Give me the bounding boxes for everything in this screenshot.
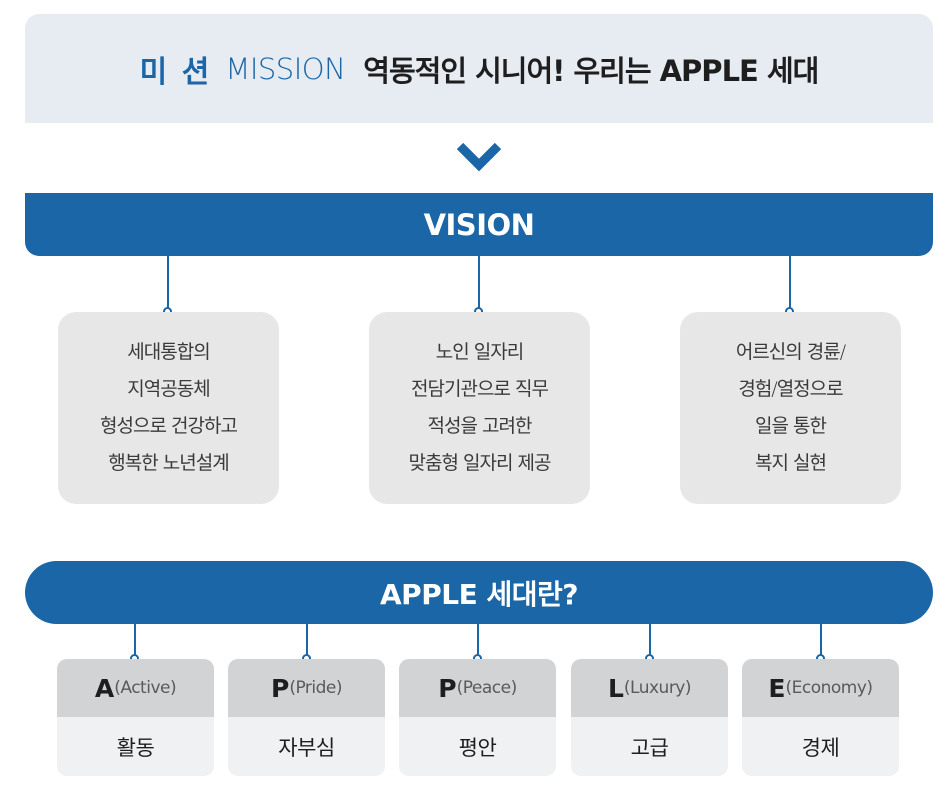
apple-letter: E xyxy=(768,673,786,703)
mission-label-kr: 미 션 xyxy=(139,54,212,90)
vision-item-line: 맞춤형 일자리 제공 xyxy=(408,452,552,474)
vision-connector-line xyxy=(478,256,480,308)
apple-meaning: 평안 xyxy=(399,717,556,776)
apple-title: APPLE 세대란? xyxy=(25,561,933,624)
apple-card: A(Active) 활동 xyxy=(57,659,214,776)
vision-item-line: 노인 일자리 xyxy=(435,341,524,363)
apple-connector-line xyxy=(477,624,479,656)
apple-letter: L xyxy=(607,673,624,703)
vision-item-line: 경험/열정으로 xyxy=(738,378,843,400)
apple-word: (Economy) xyxy=(785,678,874,698)
apple-letter: A xyxy=(94,673,115,703)
vision-item-line: 복지 실현 xyxy=(755,452,827,474)
apple-meaning: 활동 xyxy=(57,717,214,776)
apple-connector-line xyxy=(134,624,136,656)
mission-statement: 역동적인 시니어! 우리는 APPLE 세대 xyxy=(363,53,819,88)
apple-connector-line xyxy=(649,624,651,656)
vision-item-line: 형성으로 건강하고 xyxy=(100,415,238,437)
apple-meaning: 경제 xyxy=(742,717,899,776)
vision-connector-line xyxy=(789,256,791,308)
apple-card-header: P(Peace) xyxy=(399,659,556,717)
vision-item: 어르신의 경륜/ 경험/열정으로 일을 통한 복지 실현 xyxy=(680,312,901,504)
apple-meaning: 자부심 xyxy=(228,717,385,776)
apple-card-header: A(Active) xyxy=(57,659,214,717)
apple-card-header: P(Pride) xyxy=(228,659,385,717)
vision-item-line: 어르신의 경륜/ xyxy=(735,341,846,363)
apple-word: (Pride) xyxy=(289,678,342,698)
apple-word: (Peace) xyxy=(456,678,518,698)
vision-item-line: 적성을 고려한 xyxy=(427,415,533,437)
apple-word: (Active) xyxy=(114,678,177,698)
vision-item-line: 세대통합의 xyxy=(127,341,210,363)
chevron-down-icon xyxy=(456,142,502,172)
vision-item-line: 일을 통한 xyxy=(755,415,827,437)
apple-letter: P xyxy=(438,673,457,703)
vision-item-line: 전담기관으로 직무 xyxy=(411,378,549,400)
apple-connector-line xyxy=(306,624,308,656)
vision-item: 노인 일자리 전담기관으로 직무 적성을 고려한 맞춤형 일자리 제공 xyxy=(369,312,590,504)
apple-connector-line xyxy=(820,624,822,656)
apple-card: P(Pride) 자부심 xyxy=(228,659,385,776)
apple-card-header: L(Luxury) xyxy=(571,659,728,717)
vision-title: VISION xyxy=(25,193,933,256)
mission-header: 미 션 MISSION 역동적인 시니어! 우리는 APPLE 세대 xyxy=(25,14,933,123)
apple-card: E(Economy) 경제 xyxy=(742,659,899,776)
apple-letter: P xyxy=(270,673,290,703)
mission-label-en: MISSION xyxy=(225,51,346,86)
vision-connector-line xyxy=(167,256,169,308)
vision-item: 세대통합의 지역공동체 형성으로 건강하고 행복한 노년설계 xyxy=(58,312,279,504)
apple-card: L(Luxury) 고급 xyxy=(571,659,728,776)
apple-word: (Luxury) xyxy=(623,678,692,698)
apple-card-header: E(Economy) xyxy=(742,659,899,717)
vision-item-line: 지역공동체 xyxy=(127,378,210,400)
vision-item-line: 행복한 노년설계 xyxy=(108,452,229,474)
apple-meaning: 고급 xyxy=(571,717,728,776)
apple-card: P(Peace) 평안 xyxy=(399,659,556,776)
